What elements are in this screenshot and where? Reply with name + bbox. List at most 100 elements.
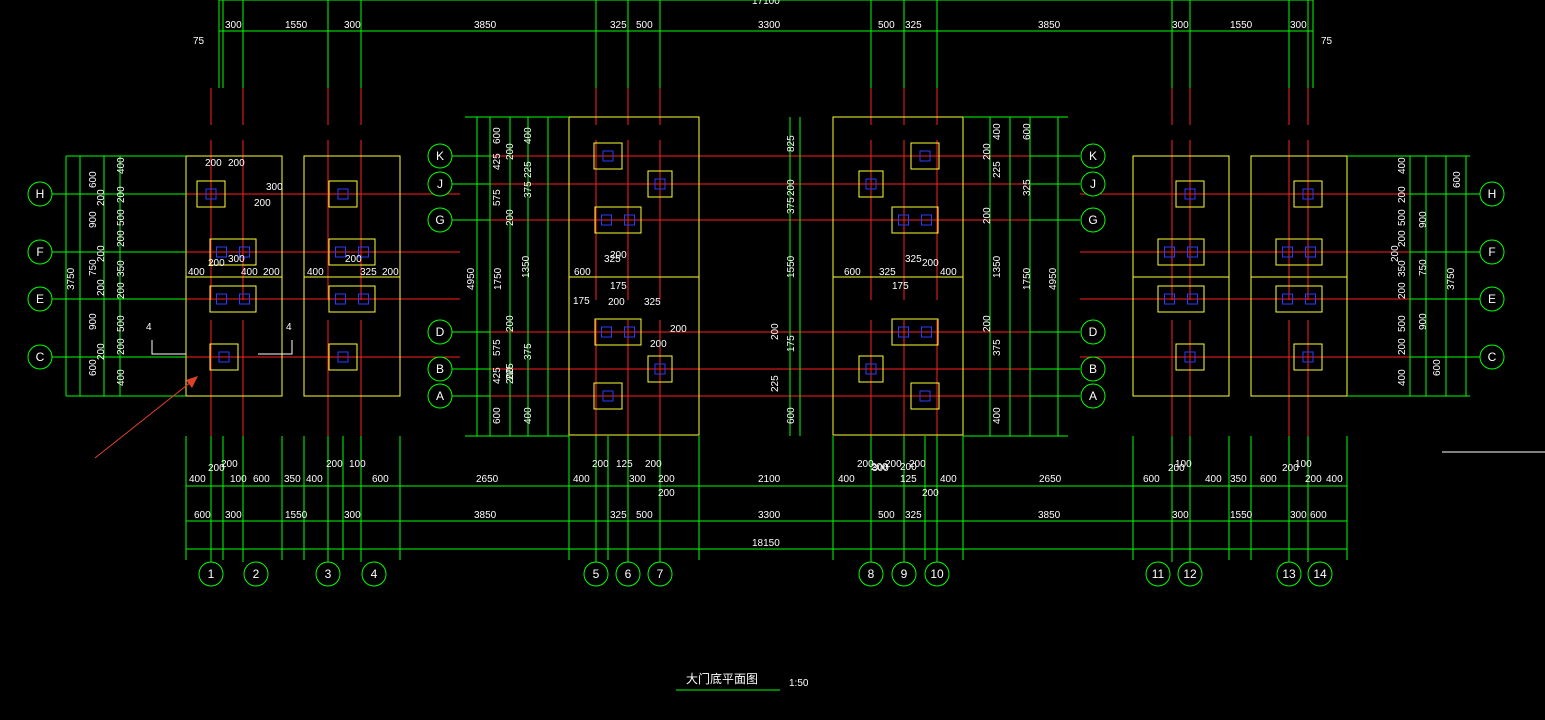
dim-text-inner: 200 bbox=[608, 297, 625, 308]
grid-bubble-row[interactable]: B bbox=[1089, 362, 1097, 376]
grid-bubble-row[interactable]: K bbox=[436, 149, 444, 163]
grid-bubble-row[interactable]: H bbox=[36, 187, 45, 201]
dim-text-inner: 175 bbox=[573, 296, 590, 307]
dim-text-top: 75 bbox=[1321, 36, 1333, 47]
grid-bubble-row[interactable]: F bbox=[36, 245, 43, 259]
column-marker bbox=[601, 214, 612, 226]
dim-text-left: 500 bbox=[116, 209, 127, 226]
dim-text-bottom2: 500 bbox=[636, 510, 653, 521]
dim-text-inner: 400 bbox=[940, 267, 957, 278]
grid-bubble-row[interactable]: D bbox=[1089, 325, 1098, 339]
grid-bubble-col[interactable]: 6 bbox=[625, 567, 632, 581]
dim-text-left: 350 bbox=[116, 260, 127, 277]
grid-bubble-row[interactable]: A bbox=[1089, 389, 1097, 403]
dim-text-bottom-small: 200 bbox=[221, 459, 238, 470]
column-pedestal bbox=[891, 318, 939, 346]
grid-bubble-row[interactable]: G bbox=[1088, 213, 1097, 227]
grid-bubble-col-circle bbox=[615, 561, 641, 587]
dim-text-inner: 325 bbox=[604, 254, 621, 265]
dim-text-bottom1: 400 bbox=[940, 474, 957, 485]
dim-text-bottom1: 400 bbox=[306, 474, 323, 485]
grid-bubble-col[interactable]: 2 bbox=[253, 567, 260, 581]
dim-text-bottom2: 325 bbox=[905, 510, 922, 521]
grid-bubble-row[interactable]: J bbox=[1090, 177, 1096, 191]
dim-text-right: 200 bbox=[1397, 338, 1408, 355]
dim-text-left: 600 bbox=[88, 359, 99, 376]
column-marker bbox=[898, 214, 909, 226]
dim-text-bottom-small: 200 bbox=[1282, 463, 1299, 474]
dim-text-center-right: 200 bbox=[982, 315, 993, 332]
grid-bubble-row[interactable]: F bbox=[1488, 245, 1495, 259]
grid-bubble-col[interactable]: 10 bbox=[930, 567, 944, 581]
footing-outline bbox=[185, 155, 283, 397]
grid-bubble-col[interactable]: 13 bbox=[1282, 567, 1296, 581]
dim-text-left: 3750 bbox=[66, 267, 77, 290]
annotation-arrow-head bbox=[186, 376, 198, 388]
grid-bubble-row-circle bbox=[1479, 286, 1505, 312]
grid-bubble-row-circle bbox=[427, 356, 453, 382]
dim-text-bottom1: 600 bbox=[372, 474, 389, 485]
grid-bubble-col[interactable]: 11 bbox=[1152, 567, 1165, 581]
grid-bubble-col[interactable]: 14 bbox=[1313, 567, 1327, 581]
dim-text-center-left: 375 bbox=[523, 343, 534, 360]
dim-text-center-left: 4950 bbox=[466, 267, 477, 290]
dim-text-right: 900 bbox=[1418, 211, 1429, 228]
dim-text-top: 1550 bbox=[1230, 20, 1253, 31]
grid-bubble-row[interactable]: G bbox=[435, 213, 444, 227]
column-marker bbox=[1282, 246, 1293, 258]
annotations: 4 4 18150 17100 大门底平面图 1:50 bbox=[94, 0, 809, 689]
column-marker bbox=[358, 293, 369, 305]
grid-bubble-row[interactable]: J bbox=[437, 177, 443, 191]
dim-text-left: 400 bbox=[116, 369, 127, 386]
grid-bubble-row-circle bbox=[1080, 143, 1106, 169]
dim-text-center-left: 200 bbox=[505, 315, 516, 332]
dim-text-bottom2: 1550 bbox=[285, 510, 308, 521]
column-pedestal bbox=[910, 142, 940, 170]
dim-text-center-right: 375 bbox=[992, 339, 1003, 356]
grid-bubble-col[interactable]: 12 bbox=[1183, 567, 1197, 581]
dim-text-bottom-small: 200 bbox=[592, 459, 609, 470]
grid-bubble-col-circle bbox=[198, 561, 224, 587]
section-cut-right bbox=[258, 340, 293, 355]
column-markers bbox=[205, 150, 1316, 402]
grid-bubble-col-circle bbox=[924, 561, 950, 587]
column-marker bbox=[898, 326, 909, 338]
dim-text-center-right: 825 bbox=[786, 135, 797, 152]
dim-text-bottom2: 300 bbox=[1290, 510, 1307, 521]
grid-bubble-col[interactable]: 8 bbox=[868, 567, 875, 581]
grid-bubble-col-circle bbox=[647, 561, 673, 587]
column-marker bbox=[1164, 246, 1175, 258]
grid-bubble-row[interactable]: A bbox=[436, 389, 444, 403]
grid-bubble-col[interactable]: 1 bbox=[208, 567, 215, 581]
grid-bubble-row[interactable]: C bbox=[36, 350, 45, 364]
column-marker bbox=[358, 246, 369, 258]
dim-text-bottom1: 400 bbox=[838, 474, 855, 485]
grid-bubble-row-circle bbox=[1080, 356, 1106, 382]
dim-text-bottom1: 400 bbox=[573, 474, 590, 485]
grid-bubble-row[interactable]: E bbox=[36, 292, 44, 306]
grid-bubble-col[interactable]: 5 bbox=[593, 567, 600, 581]
grid-bubble-row[interactable]: K bbox=[1089, 149, 1097, 163]
column-marker bbox=[1164, 293, 1175, 305]
grid-bubble-row[interactable]: B bbox=[436, 362, 444, 376]
grid-bubble-row[interactable]: D bbox=[436, 325, 445, 339]
dim-text-left: 200 bbox=[96, 343, 107, 360]
dim-text-bottom2: 600 bbox=[194, 510, 211, 521]
grid-bubble-col[interactable]: 7 bbox=[657, 567, 664, 581]
dim-text-left: 750 bbox=[88, 259, 99, 276]
column-pedestal bbox=[196, 180, 226, 208]
grid-bubble-row[interactable]: H bbox=[1488, 187, 1497, 201]
dim-text-inner: 400 bbox=[307, 267, 324, 278]
grid-bubble-col[interactable]: 4 bbox=[371, 567, 378, 581]
dim-text-center-right: 325 bbox=[1022, 179, 1033, 196]
column-pedestal bbox=[209, 238, 257, 266]
grid-bubble-row[interactable]: E bbox=[1488, 292, 1496, 306]
grid-bubble-col[interactable]: 3 bbox=[325, 567, 332, 581]
grid-bubble-row[interactable]: C bbox=[1488, 350, 1497, 364]
dim-text-center-right: 200 bbox=[770, 323, 781, 340]
grid-bubble-col[interactable]: 9 bbox=[901, 567, 908, 581]
grid-bubble-row-circle bbox=[1479, 181, 1505, 207]
dim-text-bottom1: 2100 bbox=[758, 474, 781, 485]
